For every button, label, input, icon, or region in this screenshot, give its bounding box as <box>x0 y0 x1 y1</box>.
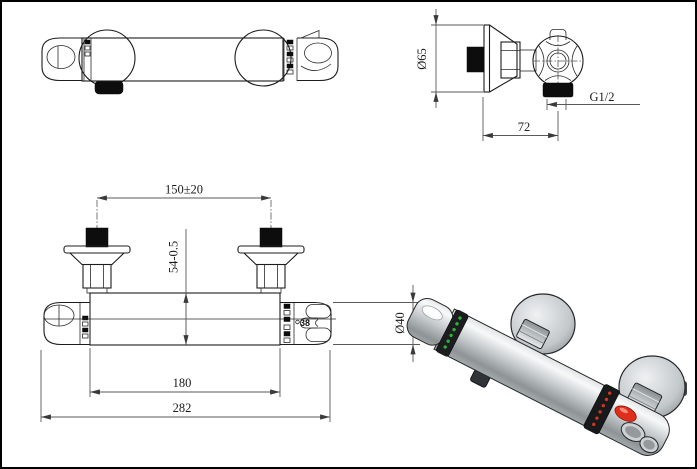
right-wall-union <box>237 227 305 294</box>
green-mark <box>452 327 456 332</box>
dim-text-inlet-spacing: 150±20 <box>165 183 203 197</box>
front-view: 150±20 <box>40 183 420 422</box>
end-cap-recess-small-inner <box>643 439 655 450</box>
temp-scale-mark <box>283 303 291 309</box>
left-scale-mark <box>84 51 91 57</box>
mixer-3d-bar <box>406 298 670 456</box>
flow-scale-mark <box>82 327 89 333</box>
flow-scale-mark <box>82 333 89 339</box>
cone-flange <box>489 24 518 93</box>
temp-scale-mark <box>283 331 291 337</box>
temp-scale-mark <box>286 45 294 51</box>
temp-ring-3d <box>583 384 620 435</box>
green-mark <box>455 322 459 326</box>
render-3d <box>406 293 687 456</box>
temp-scale-mark <box>286 39 294 45</box>
temp-index-dot <box>295 319 300 325</box>
dim-overall-width: 282 <box>40 350 331 422</box>
green-mark <box>446 339 450 343</box>
right-escutcheon-cone <box>242 252 300 266</box>
shower-outlet <box>542 82 574 98</box>
red-mark <box>601 403 605 408</box>
bar-body <box>81 37 284 82</box>
end-cap-recess-large-inner <box>625 426 641 438</box>
temp-scale-mark <box>286 69 294 75</box>
side-view: Ø65 G1/2 72 <box>415 9 640 141</box>
dim-body-width: 180 <box>89 348 281 397</box>
temp-scale-mark <box>283 310 291 316</box>
dim-text-handle-diameter: Ø40 <box>393 312 407 334</box>
temp-scale-mark <box>286 63 294 69</box>
dim-wall-offset: 72 <box>482 97 559 141</box>
temp-scale-mark <box>283 337 291 343</box>
grip-cut <box>538 45 545 77</box>
dim-text-wall-offset: 72 <box>518 120 531 134</box>
safety-button-outline <box>300 317 318 329</box>
left-scale-mark <box>84 39 91 45</box>
left-scale-mark <box>84 45 91 51</box>
top-knob <box>549 29 567 40</box>
right-handle <box>297 37 339 82</box>
thread-callout: G1/2 <box>546 90 640 110</box>
left-inlet-nipple <box>85 227 109 248</box>
right-inlet-nipple <box>259 227 283 248</box>
flow-ring-3d <box>436 309 469 357</box>
top-view <box>41 29 339 95</box>
red-mark <box>595 416 599 420</box>
bottom-outlet <box>94 80 124 95</box>
flow-scale-mark <box>82 315 89 321</box>
left-handle <box>41 37 82 82</box>
handle-top-lobe <box>305 304 332 319</box>
safety-button-inner <box>315 319 319 327</box>
left-escutcheon-cone <box>68 252 126 266</box>
red-mark <box>604 397 609 402</box>
union-nut-3d-left <box>516 318 550 350</box>
temperature-handle <box>280 301 332 346</box>
flow-handle-highlight <box>421 305 443 321</box>
dim-flange-diameter: Ø65 <box>415 9 483 108</box>
right-handle-oval <box>304 42 332 64</box>
green-mark <box>458 316 462 320</box>
green-mark <box>449 333 453 338</box>
dim-text-body-height: 54-0.5 <box>167 241 181 273</box>
flow-handle <box>43 301 90 346</box>
inlet-connector <box>519 49 537 72</box>
handle-bottom-lobe <box>305 327 332 342</box>
dim-body-height: 54-0.5 <box>167 229 189 345</box>
flow-scale-mark <box>82 321 89 327</box>
red-mark <box>607 391 612 395</box>
dim-text-body-width: 180 <box>173 376 192 390</box>
thread-label: G1/2 <box>590 90 615 104</box>
dim-text-overall-width: 282 <box>173 401 192 415</box>
dim-handle-diameter: Ø40 <box>333 285 420 362</box>
right-handle-curve <box>300 63 332 71</box>
temperature-marking: 38 <box>300 318 310 328</box>
red-mark <box>598 410 602 414</box>
temp-scale-mark <box>283 324 291 330</box>
red-mark <box>592 422 596 427</box>
safety-button-highlight <box>619 407 628 414</box>
dim-text-flange-diameter: Ø65 <box>415 48 429 70</box>
grip-cut <box>545 41 571 47</box>
left-handle-oval <box>46 45 76 69</box>
green-mark <box>443 345 447 349</box>
wall-nipple <box>466 46 485 73</box>
temp-scale-mark <box>286 51 294 57</box>
handle-pointer-tab <box>300 29 320 39</box>
temp-scale-mark <box>286 57 294 63</box>
temp-scale-mark <box>283 316 291 322</box>
